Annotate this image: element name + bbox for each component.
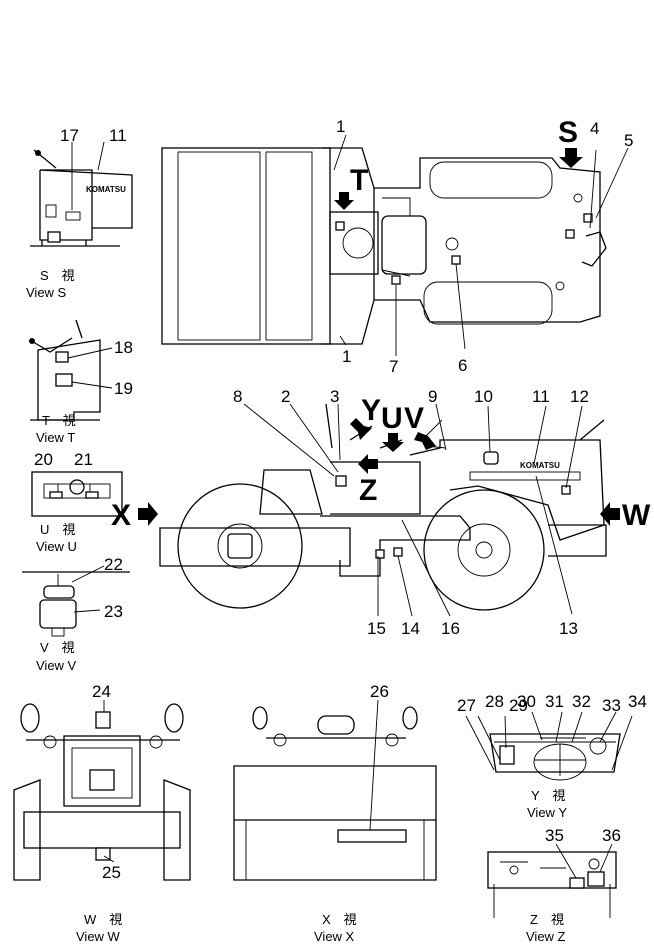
view-letter-w: W xyxy=(622,499,651,532)
callout-4: 4 xyxy=(590,119,599,138)
view-s-drawing: KOMATSU xyxy=(30,141,133,247)
caption-y-jp: Y 視 xyxy=(531,788,565,803)
callout-25: 25 xyxy=(102,863,121,882)
caption-z-jp: Z 視 xyxy=(530,912,564,927)
caption-y-en: View Y xyxy=(527,805,567,820)
view-y-arrow xyxy=(350,418,372,440)
view-s-arrow xyxy=(559,148,583,168)
caption-x-en: View X xyxy=(314,929,355,944)
view-v-arrow xyxy=(414,432,436,450)
callout-11-view-s: 11 xyxy=(109,126,127,145)
caption-z-en: View Z xyxy=(526,929,566,944)
callout-28: 28 xyxy=(485,692,504,711)
caption-w-en: View W xyxy=(76,929,121,944)
caption-t-en: View T xyxy=(36,430,75,445)
callout-17: 17 xyxy=(60,126,79,145)
view-x-arrow xyxy=(138,502,158,526)
callout-16: 16 xyxy=(441,619,460,638)
callout-10: 10 xyxy=(474,387,493,406)
callout-7: 7 xyxy=(389,357,398,376)
callout-3: 3 xyxy=(330,387,339,406)
callout-15: 15 xyxy=(367,619,386,638)
callout-35: 35 xyxy=(545,826,564,845)
callout-8: 8 xyxy=(233,387,242,406)
view-letter-s: S xyxy=(558,116,578,149)
callout-21: 21 xyxy=(74,450,93,469)
callout-29: 29 xyxy=(509,696,528,715)
callout-18: 18 xyxy=(114,338,133,357)
view-t-arrow xyxy=(334,192,354,210)
view-w-drawing xyxy=(13,703,191,881)
callout-5: 5 xyxy=(624,131,633,150)
view-v-drawing xyxy=(22,565,130,637)
view-z-arrow xyxy=(358,454,378,474)
view-z-drawing xyxy=(487,851,617,918)
view-letter-x: X xyxy=(111,499,131,532)
view-letter-z: Z xyxy=(359,474,377,507)
view-w-arrow xyxy=(600,502,620,526)
callout-20: 20 xyxy=(34,450,53,469)
callout-13: 13 xyxy=(559,619,578,638)
caption-t-jp: T 視 xyxy=(42,413,76,428)
view-letter-y: Y xyxy=(361,394,381,427)
caption-u-en: View U xyxy=(36,539,77,554)
view-u-arrow xyxy=(382,433,404,452)
callout-24: 24 xyxy=(92,682,111,701)
callout-23: 23 xyxy=(104,602,123,621)
callout-14: 14 xyxy=(401,619,420,638)
callout-26: 26 xyxy=(370,682,389,701)
caption-x-jp: X 視 xyxy=(322,912,357,927)
callout-32: 32 xyxy=(572,692,591,711)
callout-12: 12 xyxy=(570,387,589,406)
caption-v-jp: V 視 xyxy=(40,640,75,655)
decal-text-s: KOMATSU xyxy=(86,185,126,194)
caption-u-jp: U 視 xyxy=(40,522,75,537)
view-u-drawing xyxy=(31,471,123,517)
caption-v-en: View V xyxy=(36,658,77,673)
caption-s-jp: S 視 xyxy=(40,268,75,283)
caption-w-jp: W 視 xyxy=(84,912,122,927)
callout-1-bottom: 1 xyxy=(342,347,351,366)
callout-22: 22 xyxy=(104,555,123,574)
caption-s-en: View S xyxy=(26,285,67,300)
callout-9: 9 xyxy=(428,387,437,406)
callout-6: 6 xyxy=(458,356,467,375)
view-y-drawing xyxy=(489,733,621,781)
callout-11: 11 xyxy=(532,387,550,406)
view-t-drawing xyxy=(29,319,113,421)
side-view-drawing: KOMATSU xyxy=(159,403,607,611)
callout-19: 19 xyxy=(114,379,133,398)
plan-view-drawing xyxy=(161,147,607,345)
callout-31: 31 xyxy=(545,692,564,711)
callout-33: 33 xyxy=(602,696,621,715)
callout-36: 36 xyxy=(602,826,621,845)
callout-27: 27 xyxy=(457,696,476,715)
view-letter-t: T xyxy=(350,164,368,197)
callout-2: 2 xyxy=(281,387,290,406)
view-letter-u: U xyxy=(381,402,403,435)
callout-30: 30 xyxy=(517,692,536,711)
view-x-drawing xyxy=(233,706,437,881)
decal-text-side: KOMATSU xyxy=(520,461,560,470)
callout-1-top: 1 xyxy=(336,117,345,136)
view-letter-v: V xyxy=(404,402,424,435)
callout-34: 34 xyxy=(628,692,647,711)
